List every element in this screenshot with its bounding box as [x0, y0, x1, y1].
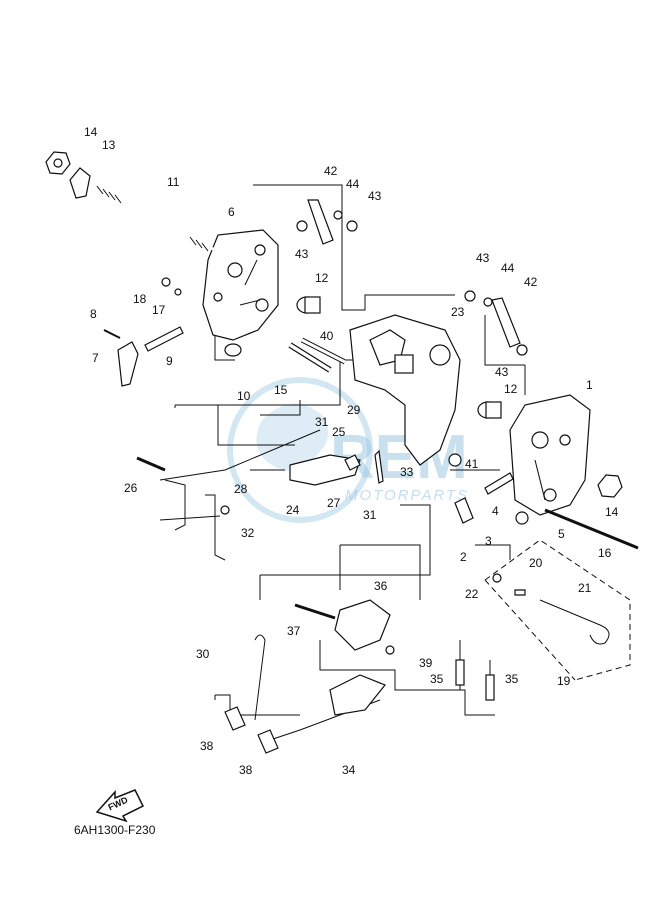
callout: 35	[430, 672, 444, 686]
callout: 12	[504, 382, 518, 396]
callout: 9	[166, 354, 173, 368]
callout: 42	[524, 275, 538, 289]
callout: 31	[315, 415, 329, 429]
callout: 12	[315, 271, 329, 285]
callout: 44	[346, 177, 360, 191]
callout: 33	[400, 465, 414, 479]
callout: 4	[492, 504, 499, 518]
watermark-sub: MOTORPARTS	[345, 487, 469, 504]
optional-kit	[484, 539, 631, 681]
bolts-right	[454, 472, 639, 583]
swivel-bracket	[349, 314, 462, 467]
callout: 1	[586, 378, 593, 392]
pins	[224, 337, 347, 373]
callout: 13	[102, 138, 116, 152]
callout: 29	[347, 403, 361, 417]
lower-assembly	[224, 599, 495, 754]
callout: 34	[342, 763, 356, 777]
callout: 6	[228, 205, 235, 219]
bushings	[296, 296, 502, 419]
callout: 35	[505, 672, 519, 686]
callout: 43	[368, 189, 382, 203]
small-parts-left	[103, 277, 184, 387]
callout: 31	[363, 508, 377, 522]
linkage	[136, 449, 384, 561]
callout: 17	[152, 303, 166, 317]
callout: 19	[557, 674, 571, 688]
callout: 3	[485, 534, 492, 548]
callout: 37	[287, 624, 301, 638]
callout: 21	[578, 581, 592, 595]
thru-tube	[94, 185, 216, 252]
callout: 15	[274, 383, 288, 397]
callout: 14	[84, 125, 98, 139]
callout: 41	[465, 457, 479, 471]
callout: 40	[320, 329, 334, 343]
callout: 24	[286, 503, 300, 517]
callout: 43	[476, 251, 490, 265]
callout: 38	[239, 763, 253, 777]
callout: 44	[501, 261, 515, 275]
callout: 7	[92, 351, 99, 365]
callout-labels: 14 13 11 6 42 44 43 43 12 18 17 8 9 7 10…	[84, 125, 619, 777]
callout: 23	[451, 305, 465, 319]
callout: 30	[196, 647, 210, 661]
tilt-arms	[296, 199, 528, 356]
callout: 27	[327, 496, 341, 510]
callout: 14	[605, 505, 619, 519]
nut-washer-left	[45, 151, 91, 199]
callout: 28	[234, 482, 248, 496]
leader-lines	[159, 184, 526, 741]
callout: 16	[598, 546, 612, 560]
callout: 26	[124, 481, 138, 495]
callout: 22	[465, 587, 479, 601]
callout: 32	[241, 526, 255, 540]
callout: 43	[295, 247, 309, 261]
diagram-code: 6AH1300-F230	[74, 823, 156, 837]
callout: 10	[237, 389, 251, 403]
callout: 8	[90, 307, 97, 321]
bracket-right	[509, 394, 591, 516]
forward-arrow-icon: FWD	[95, 789, 145, 823]
callout: 25	[332, 425, 346, 439]
callout: 20	[529, 556, 543, 570]
callout: 39	[419, 656, 433, 670]
callout: 11	[167, 175, 180, 189]
callout: 38	[200, 739, 214, 753]
callout: 5	[558, 527, 565, 541]
bracket-left	[202, 229, 279, 341]
callout: 42	[324, 164, 338, 178]
callout: 36	[374, 579, 388, 593]
callout: 18	[133, 292, 147, 306]
callout: 43	[495, 365, 509, 379]
callout: 2	[460, 550, 467, 564]
